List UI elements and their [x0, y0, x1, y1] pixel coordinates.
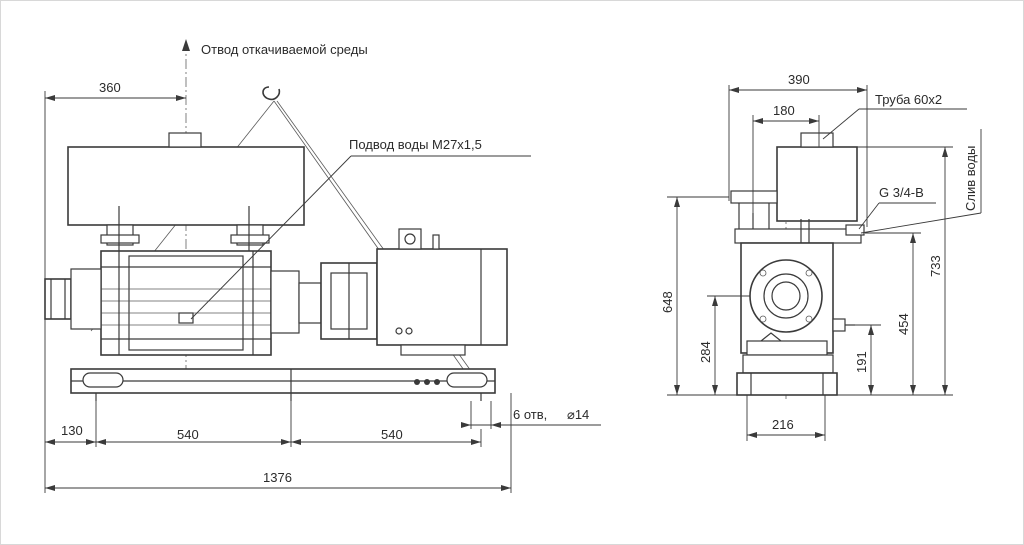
separator-tank [67, 146, 305, 226]
dimension-360 [44, 91, 186, 279]
pump-body [100, 250, 300, 356]
holes-callout [461, 401, 601, 429]
dim-540-a: 540 [177, 427, 199, 442]
dim-180: 180 [773, 103, 795, 118]
dim-648: 648 [660, 291, 675, 313]
dimension-216 [746, 395, 826, 441]
water-supply-label: Подвод воды М27х1,5 [349, 137, 482, 152]
dimension-390 [728, 85, 868, 227]
dimension-284 [707, 295, 750, 395]
dimension-1376 [45, 485, 511, 491]
pipe-label: Труба 60х2 [875, 92, 942, 107]
end-tank [776, 146, 858, 222]
holes-label: 6 отв, [513, 407, 547, 422]
dim-130: 130 [61, 423, 83, 438]
inlet-flange [44, 268, 102, 330]
dimension-180 [752, 115, 820, 213]
dimension-454 [865, 232, 921, 395]
dimension-chain [44, 319, 512, 493]
dim-540-b: 540 [381, 427, 403, 442]
drain-label: Слив воды [963, 146, 978, 211]
dim-733: 733 [928, 255, 943, 277]
coupling [298, 262, 378, 340]
dimension-191 [855, 324, 881, 395]
dim-284: 284 [698, 341, 713, 363]
discharge-nozzle [168, 132, 202, 148]
end-pump-casing [740, 242, 855, 356]
electric-motor [376, 228, 508, 356]
dimension-648 [667, 196, 737, 396]
side-view: Отвод откачиваемой среды [44, 39, 601, 493]
end-base [736, 354, 838, 396]
dim-390: 390 [788, 72, 810, 87]
dimension-733 [833, 146, 953, 396]
base-frame [70, 368, 496, 401]
end-pipe [800, 132, 834, 148]
dim-1376: 1376 [263, 470, 292, 485]
tank-supports [100, 206, 270, 253]
dim-216: 216 [772, 417, 794, 432]
dim-191: 191 [854, 351, 869, 373]
hole-diameter-label: ⌀14 [567, 407, 589, 422]
dim-454: 454 [896, 313, 911, 335]
discharge-label: Отвод откачиваемой среды [201, 42, 368, 57]
end-view: 390 180 Труба 60х2 G 3/4-B Слив воды [660, 72, 982, 441]
dim-360: 360 [99, 80, 121, 95]
thread-label: G 3/4-B [879, 185, 924, 200]
